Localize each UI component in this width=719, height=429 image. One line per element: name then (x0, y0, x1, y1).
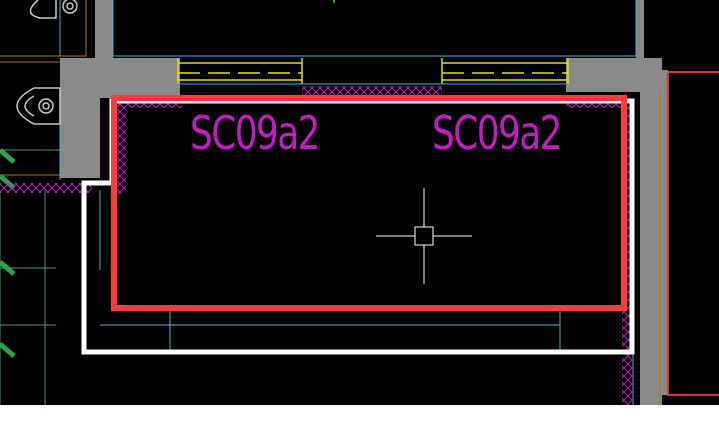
room-tag-right: SC09a2 (432, 106, 563, 160)
hatch-left-vertical (116, 98, 126, 194)
toilet-fixture-icon (16, 87, 61, 125)
hatch-left-horizontal (0, 183, 92, 193)
room-tag-left: SC09a2 (190, 106, 321, 160)
wall-top-left (95, 0, 113, 60)
bottom-white-strip (0, 405, 719, 429)
toilet-fixture-icon (29, 0, 78, 19)
green-marks (0, 148, 16, 358)
far-right-red-outline (667, 71, 719, 396)
wall-outline-lines (0, 0, 661, 405)
window-right (441, 58, 569, 84)
wall-top-right-column (636, 0, 644, 58)
wall-far-right-gap (662, 70, 668, 395)
wall-right-column (640, 58, 662, 405)
crosshair-cursor-icon (376, 188, 472, 284)
wall-left-column (60, 58, 100, 178)
selection-outline-red (111, 95, 627, 311)
floor-plan-drawing (0, 0, 719, 405)
window-left (177, 58, 303, 84)
hatch-top-center (302, 86, 442, 96)
cad-drawing-canvas[interactable]: SC09a2 SC09a2 (0, 0, 719, 405)
